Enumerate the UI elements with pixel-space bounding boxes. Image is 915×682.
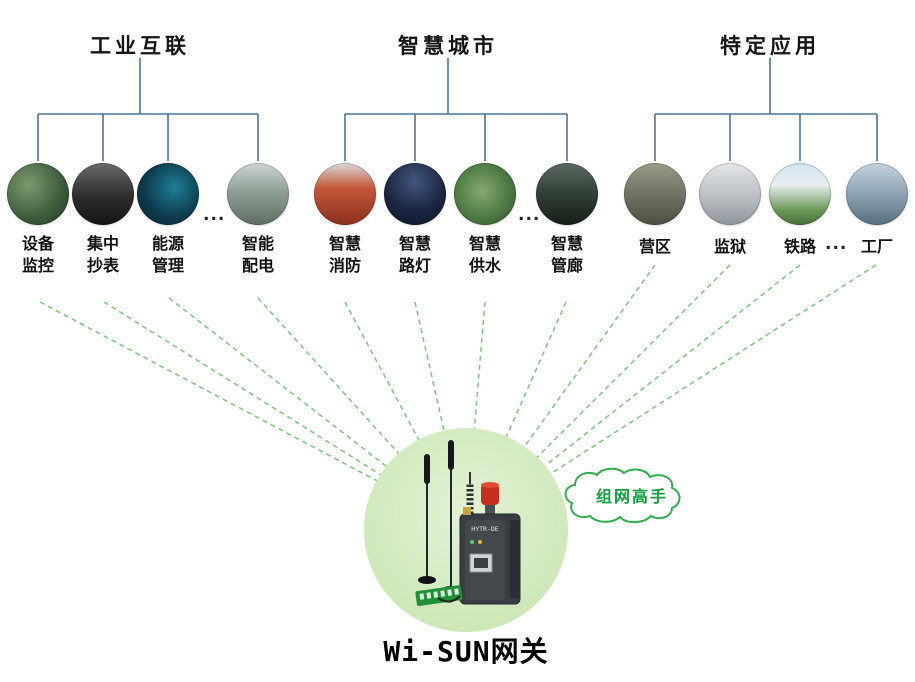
label-centralized-meter-reading: 集中 抄表: [86, 234, 119, 275]
ellipsis-specific-apps: ...: [825, 234, 848, 254]
photo-equipment-monitoring: [7, 163, 69, 225]
photo-military-camp: [624, 163, 686, 225]
gateway-circle: HYTR-DE: [364, 428, 568, 632]
label-smart-streetlight: 智慧 路灯: [398, 234, 431, 275]
photo-centralized-meter-reading: [72, 163, 134, 225]
gateway-device-body: HYTR-DE: [459, 507, 521, 605]
cable: [437, 595, 461, 603]
tree-connector-smart-city: [344, 58, 568, 161]
ellipsis-smart-city: ...: [518, 205, 541, 225]
label-smart-water-supply: 智慧 供水: [468, 234, 501, 275]
cloud-bubble-text: 组网高手: [595, 487, 668, 506]
gateway-title: Wi-SUN网关: [383, 635, 549, 668]
device-model-text: HYTR-DE: [471, 525, 498, 533]
label-smart-utility-tunnel: 智慧 管廊: [550, 234, 583, 275]
group-title-specific-apps: 特定应用: [720, 34, 820, 58]
group-title-smart-city: 智慧城市: [398, 34, 498, 58]
dashed-links-to-gateway: [39, 264, 877, 529]
label-factory: 工厂: [860, 237, 893, 256]
photo-energy-management: [137, 163, 199, 225]
cloud-icon: [564, 467, 681, 524]
photo-factory: [846, 163, 908, 225]
antenna-icon: [418, 454, 436, 584]
group-title-industrial: 工业互联: [90, 34, 190, 58]
ellipsis-industrial: ...: [203, 205, 226, 225]
gateway-device-illustration: HYTR-DE: [415, 440, 521, 607]
label-smart-power-distribution: 智能 配电: [241, 234, 274, 275]
tree-connector-specific-apps: [654, 58, 878, 161]
photo-smart-utility-tunnel: [536, 163, 598, 225]
label-equipment-monitoring: 设备 监控: [21, 234, 54, 275]
label-smart-firefighting: 智慧 消防: [328, 234, 361, 275]
terminal-block-icon: [415, 585, 463, 607]
label-railway: 铁路: [783, 237, 816, 256]
photo-smart-streetlight: [384, 163, 446, 225]
label-military-camp: 营区: [638, 237, 671, 256]
red-cap-connector-icon: [481, 482, 499, 516]
tree-connector-industrial: [37, 58, 259, 161]
label-prison: 监狱: [713, 237, 746, 256]
antenna-icon: [442, 440, 460, 594]
speech-cloud: 组网高手: [562, 466, 702, 530]
label-energy-management: 能源 管理: [151, 234, 184, 275]
photo-smart-power-distribution: [227, 163, 289, 225]
photo-smart-water-supply: [454, 163, 516, 225]
photo-smart-firefighting: [314, 163, 376, 225]
photo-railway: [769, 163, 831, 225]
photo-prison: [699, 163, 761, 225]
